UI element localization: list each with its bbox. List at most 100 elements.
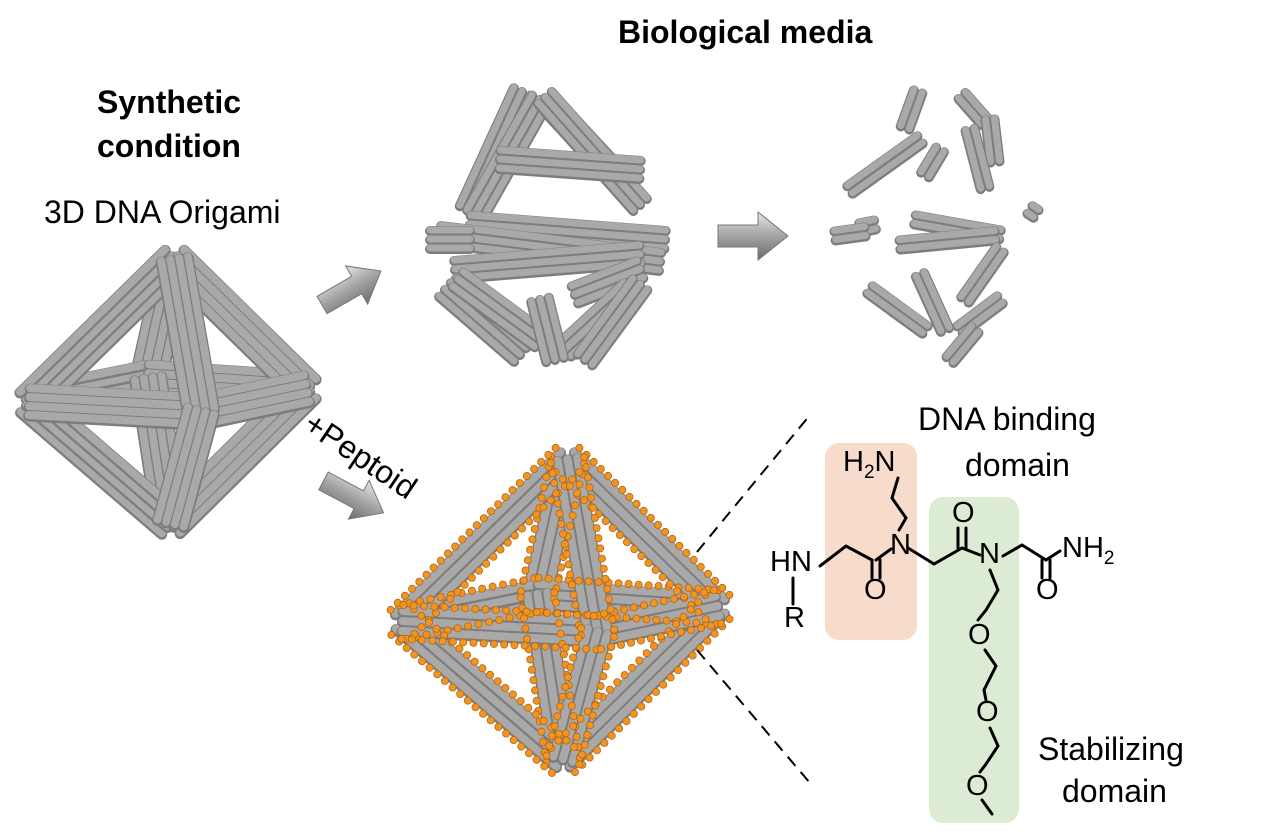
peptoid-dot — [607, 731, 616, 740]
dna-binding-domain-label-line2: domain — [965, 447, 1070, 483]
peptoid-dot — [467, 573, 476, 582]
peptoid-dot — [516, 697, 525, 706]
dna-helix-rod-highlight — [176, 393, 321, 537]
peptoid-dot — [488, 582, 497, 591]
peptoid-dot — [574, 633, 583, 642]
peptoid-dot — [547, 731, 556, 740]
peptoid-dot — [690, 590, 699, 599]
peptoid-dot — [546, 496, 555, 505]
peptoid-dot — [464, 622, 473, 631]
peptoid-dot — [436, 556, 445, 565]
peptoid-dot — [576, 714, 585, 723]
peptoid-dot — [525, 749, 534, 758]
peptoid-dot — [606, 605, 615, 614]
peptoid-dot — [459, 638, 468, 647]
peptoid-dot — [622, 614, 631, 623]
peptoid-dot — [530, 464, 539, 473]
peptoid-dot — [627, 638, 636, 647]
peptoid-dot — [409, 601, 418, 610]
arrow-to-peptoid — [318, 471, 385, 520]
peptoid-dot — [474, 566, 483, 575]
peptoid-dot — [628, 663, 637, 672]
peptoid-dot — [502, 729, 511, 738]
dna-helix-fragment-highlight — [962, 126, 985, 192]
atom-n-backbone-2: N — [979, 538, 1000, 570]
peptoid-dot — [632, 499, 641, 508]
dna-helix-rod-highlight — [555, 278, 628, 346]
peptoid-dot — [522, 471, 531, 480]
peptoid-dot — [634, 580, 643, 589]
peptoid-dot — [684, 584, 693, 593]
peptoid-dot — [554, 730, 563, 739]
peptoid-dot — [456, 690, 465, 699]
peptoid-dot — [659, 680, 668, 689]
dna-helix-rod-highlight — [405, 462, 579, 633]
peptoid-dot — [600, 738, 609, 747]
peptoid-dot — [568, 511, 577, 520]
peptoid-dot — [478, 664, 487, 673]
peptoid-dot — [571, 601, 580, 610]
peptoid-dot — [417, 611, 426, 620]
dna-origami-octahedron-degrading — [425, 83, 671, 371]
peptoid-dot — [417, 623, 426, 632]
peptoid-dot — [479, 639, 488, 648]
peptoid-dot — [701, 615, 710, 624]
peptoid-dot — [555, 702, 564, 711]
peptoid-dot — [479, 709, 488, 718]
peptoid-dot — [615, 531, 624, 540]
peptoid-dot — [667, 630, 676, 639]
peptoid-dot — [481, 605, 490, 614]
peptoid-dot — [531, 642, 540, 651]
peptoid-dot — [644, 581, 653, 590]
peptoid-dot — [675, 541, 684, 550]
peptoid-dot — [545, 741, 554, 750]
peptoid-dot — [680, 592, 689, 601]
atom-hn: HN — [770, 546, 812, 578]
peptoid-dot — [605, 685, 614, 694]
peptoid-dot — [526, 545, 535, 554]
peptoid-dot — [528, 535, 537, 544]
peptoid-dot — [512, 607, 521, 616]
peptoid-dot — [428, 636, 437, 645]
peptoid-dot — [682, 548, 691, 557]
peptoid-dot — [474, 620, 483, 629]
peptoid-dot — [679, 612, 688, 621]
peptoid-dot — [575, 760, 584, 769]
peptoid-dot — [603, 585, 612, 594]
synthetic-condition-title-line1: Synthetic — [97, 84, 242, 120]
dna-helix-rod-highlight — [175, 254, 210, 415]
arrow-to-biological-media — [316, 265, 382, 315]
peptoid-dot — [575, 468, 584, 477]
dna-helix-rod-highlight — [398, 455, 572, 625]
peptoid-dot — [583, 473, 592, 482]
peptoid-dot — [670, 594, 679, 603]
peptoid-dot — [688, 651, 697, 660]
dna-helix-rod-highlight — [24, 411, 205, 429]
dna-helix-rod-highlight — [541, 93, 644, 208]
peptoid-dot — [630, 603, 639, 612]
peptoid-dot — [453, 587, 462, 596]
dna-helix-rod-highlight — [466, 220, 669, 243]
peptoid-dot — [694, 598, 703, 607]
peptoid-dot — [465, 528, 474, 537]
peptoid-dot — [617, 640, 626, 649]
peptoid-dot — [586, 721, 595, 730]
peptoid-dot — [569, 712, 578, 721]
dna-helix-rod-highlight — [162, 405, 201, 526]
dna-helix-fragment-highlight — [832, 231, 870, 243]
dna-helix-rod-highlight — [153, 403, 192, 524]
peptoid-dot — [614, 579, 623, 588]
peptoid-dot — [580, 496, 589, 505]
peptoid-dot — [544, 574, 553, 583]
stabilizing-domain-label-line1: Stabilizing — [1038, 731, 1184, 767]
peptoid-dot — [539, 503, 548, 512]
peptoid-dot — [610, 625, 619, 634]
peptoid-dot — [555, 509, 564, 518]
dna-helix-rod-highlight — [553, 456, 592, 638]
peptoid-dot — [575, 480, 584, 489]
peptoid-dot — [451, 542, 460, 551]
dna-helix-fragment-highlight — [990, 114, 1003, 164]
peptoid-dot — [559, 650, 568, 659]
dna-helix-rod-highlight — [197, 388, 312, 420]
